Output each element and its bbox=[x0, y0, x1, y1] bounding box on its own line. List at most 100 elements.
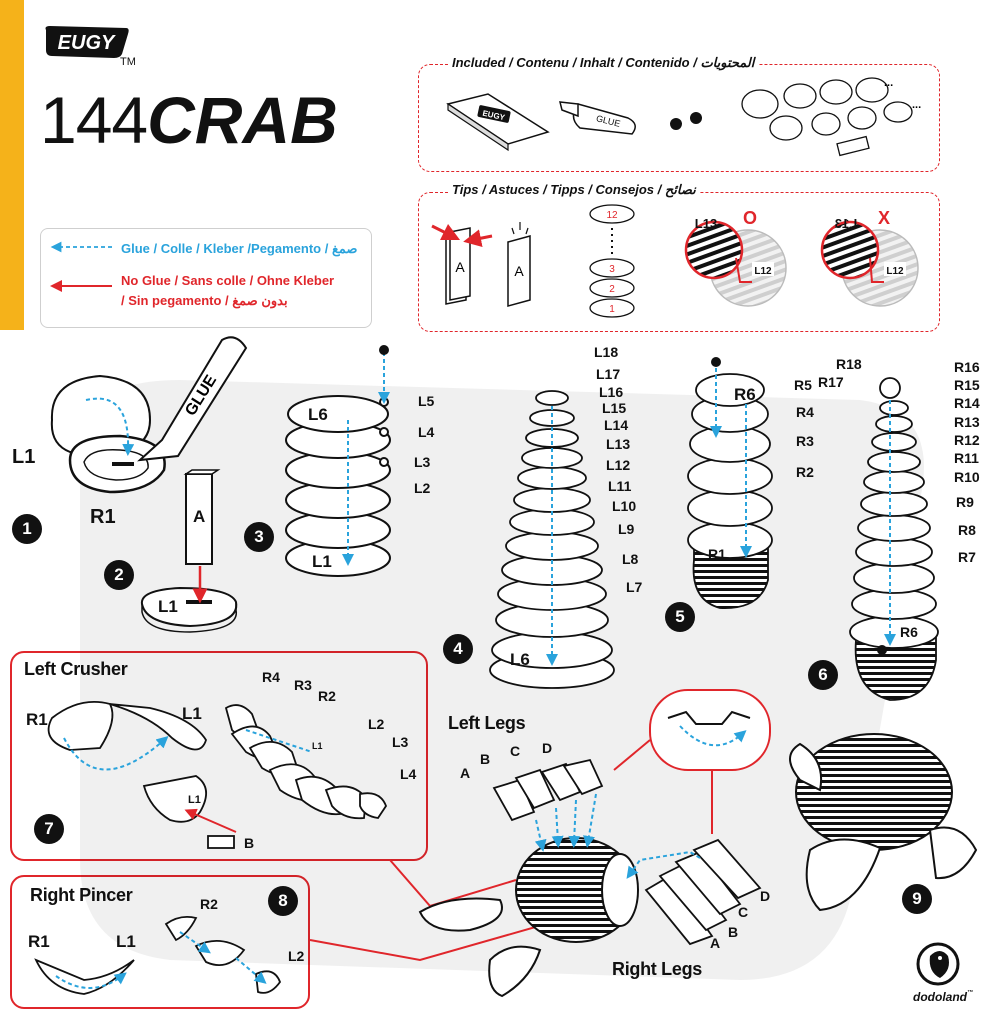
step1-label-l1: L1 bbox=[12, 446, 36, 468]
step4-label: L11 bbox=[608, 478, 632, 494]
step5-label-r4: R4 bbox=[796, 404, 814, 420]
step2-label-a: A bbox=[193, 507, 206, 526]
finished-crab-illustration bbox=[789, 733, 978, 912]
step4-label: L12 bbox=[606, 457, 631, 473]
correct-mark: O bbox=[743, 208, 757, 228]
crusher-label-r2: R2 bbox=[318, 688, 336, 704]
right-pincer-title: Right Pincer bbox=[30, 885, 133, 905]
right-legs-label-d: D bbox=[760, 888, 771, 904]
right-legs-label-a: A bbox=[710, 935, 721, 951]
crusher-label-l1: L1 bbox=[182, 704, 202, 723]
step6-label: R10 bbox=[954, 469, 980, 485]
step3-illustration bbox=[285, 395, 391, 577]
step6-label-r17: R17 bbox=[818, 374, 844, 390]
step4-label: L10 bbox=[612, 498, 637, 514]
left-crusher-illustration bbox=[47, 701, 388, 849]
logo-text: EUGY bbox=[58, 32, 116, 54]
step6-label-r18: R18 bbox=[836, 356, 862, 372]
tip-card-standing-icon: A bbox=[507, 222, 531, 307]
step6-label: R16 bbox=[954, 359, 980, 375]
tip-card-glue-icon: A bbox=[431, 223, 493, 305]
svg-text:A: A bbox=[514, 263, 524, 279]
step-number-4: 4 bbox=[443, 634, 473, 664]
svg-text:L12: L12 bbox=[886, 266, 904, 277]
step5-label-r2: R2 bbox=[796, 464, 814, 480]
left-legs-arrows bbox=[534, 793, 597, 852]
right-legs-arrow bbox=[626, 850, 701, 879]
more-parts-ellipsis: ... bbox=[884, 77, 893, 89]
pincer-label-r1: R1 bbox=[28, 932, 50, 951]
step6-label: R13 bbox=[954, 414, 980, 430]
crusher-label-b: B bbox=[244, 835, 255, 851]
step5-label-r5: R5 bbox=[794, 377, 812, 393]
eye-bead-icon bbox=[690, 112, 702, 124]
step1-label-r1: R1 bbox=[90, 506, 116, 528]
left-legs-label-c: C bbox=[510, 743, 521, 759]
right-legs-label-b: B bbox=[728, 924, 739, 940]
pincer-glue-arrow bbox=[55, 972, 127, 989]
step6-label: R11 bbox=[954, 450, 979, 466]
svg-text:L13: L13 bbox=[695, 216, 717, 231]
step4-label: L13 bbox=[606, 436, 631, 452]
tip-stack-order-icon: 12 3 2 1 bbox=[589, 204, 635, 318]
eye-bead-icon bbox=[711, 357, 721, 367]
step-number-8: 8 bbox=[268, 886, 298, 916]
included-title: Included / Contenu / Inhalt / Contenido … bbox=[448, 55, 759, 71]
step5-label-r6: R6 bbox=[734, 385, 756, 404]
svg-text:12: 12 bbox=[606, 210, 618, 221]
step3-label-l3: L3 bbox=[414, 454, 431, 470]
step6-label-base: R6 bbox=[900, 624, 918, 640]
step6-label: R8 bbox=[958, 522, 976, 538]
leg-detail-callout bbox=[613, 689, 771, 834]
left-legs-illustration bbox=[492, 758, 604, 822]
step6-label: R15 bbox=[954, 377, 980, 393]
page-title: 144CRAB bbox=[40, 80, 338, 160]
step4-label: L17 bbox=[596, 366, 621, 382]
eugy-logo: EUGY bbox=[45, 26, 129, 58]
crusher-no-glue-arrow bbox=[184, 808, 237, 833]
step4-label: L8 bbox=[622, 551, 639, 567]
step3-label-l6: L6 bbox=[308, 405, 328, 424]
cardboard-parts-icon bbox=[741, 77, 913, 157]
step-number-3: 3 bbox=[244, 522, 274, 552]
crusher-label-l1-small: L1 bbox=[312, 741, 323, 751]
legend-noglue-label-2: / Sin pegamento / بدون صمغ bbox=[121, 293, 288, 308]
crusher-label-l3: L3 bbox=[392, 734, 409, 750]
svg-text:1: 1 bbox=[609, 304, 615, 315]
step5-label-r3: R3 bbox=[796, 433, 814, 449]
step6-label: R12 bbox=[954, 432, 980, 448]
svg-text:L13: L13 bbox=[835, 216, 857, 231]
eye-bead-icon bbox=[877, 645, 887, 655]
step6-label: R7 bbox=[958, 549, 976, 565]
step6-label: R14 bbox=[954, 395, 980, 411]
more-parts-ellipsis: ... bbox=[912, 99, 921, 111]
crusher-label-l4: L4 bbox=[400, 766, 417, 782]
crusher-label-r1: R1 bbox=[26, 710, 48, 729]
tip-wrong-orientation-icon: L13 X L12 bbox=[820, 208, 919, 307]
step3-label-l1: L1 bbox=[312, 552, 332, 571]
step3-label-l4: L4 bbox=[418, 424, 435, 440]
pincer-label-l1: L1 bbox=[116, 932, 136, 951]
crab-body-illustration bbox=[418, 837, 639, 998]
step3-label-l2: L2 bbox=[414, 480, 431, 496]
eye-bead-icon bbox=[379, 345, 389, 355]
step4-label: L7 bbox=[626, 579, 643, 595]
step6-label: R9 bbox=[956, 494, 974, 510]
tip-correct-orientation-icon: L13 O L12 bbox=[684, 208, 787, 307]
wrong-mark: X bbox=[878, 208, 890, 228]
step2-illustration bbox=[140, 469, 238, 633]
step-number-2: 2 bbox=[104, 560, 134, 590]
step4-label: L14 bbox=[604, 417, 629, 433]
legend-noglue-label: No Glue / Sans colle / Ohne Kleber bbox=[121, 273, 335, 288]
accent-bar bbox=[0, 0, 24, 330]
svg-text:L12: L12 bbox=[754, 266, 772, 277]
svg-text:2: 2 bbox=[609, 284, 615, 295]
eye-bead-icon bbox=[670, 118, 682, 130]
crusher-label-r3: R3 bbox=[294, 677, 312, 693]
step4-label: L16 bbox=[599, 384, 624, 400]
dodoland-brand: dodoland™ bbox=[913, 990, 973, 1004]
step4-label: L18 bbox=[594, 344, 619, 360]
left-legs-label-a: A bbox=[460, 765, 471, 781]
left-crusher-panel bbox=[10, 651, 428, 861]
